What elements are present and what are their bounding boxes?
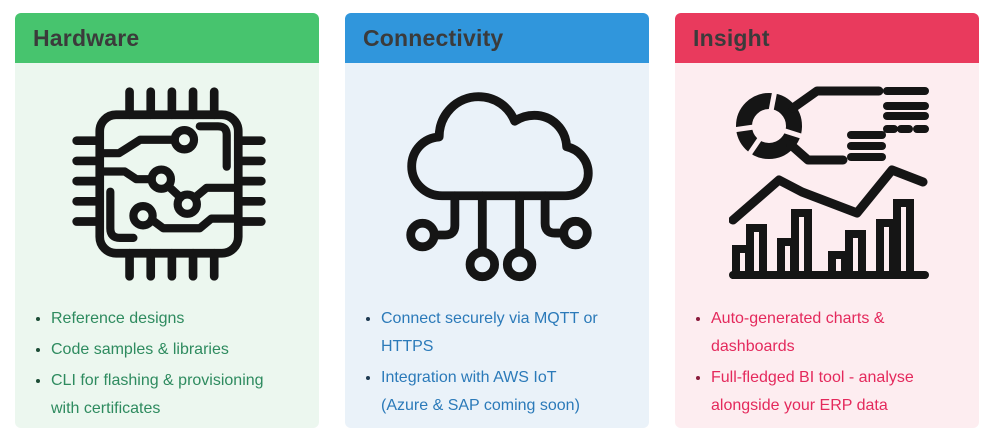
chip-icon [72, 87, 266, 281]
cloud-iot-icon [406, 92, 593, 282]
list-item: Full-fledged BI tool - analyse alongside… [711, 364, 963, 420]
list-item: Integration with AWS IoT (Azure & SAP co… [381, 364, 633, 420]
list-item: Code samples & libraries [51, 336, 303, 364]
list-item: CLI for flashing & provisioning with cer… [51, 367, 303, 423]
card-header: Insight [675, 13, 979, 63]
card-title: Hardware [33, 24, 140, 51]
report-lines [847, 87, 929, 161]
icon-wrap [365, 63, 633, 295]
card-connectivity: Connectivity [345, 13, 649, 428]
card-header: Connectivity [345, 13, 649, 63]
card-body: Connect securely via MQTT or HTTPS Integ… [345, 63, 649, 428]
card-header: Hardware [15, 13, 319, 63]
card-title: Connectivity [363, 24, 504, 51]
card-body: Auto-generated charts & dashboards Full-… [675, 63, 979, 428]
icon-wrap [695, 63, 963, 295]
list-item: Connect securely via MQTT or HTTPS [381, 305, 633, 361]
line-chart [729, 165, 928, 225]
feature-cards: Hardware [0, 0, 994, 428]
card-body: Reference designs Code samples & librari… [15, 63, 319, 428]
feature-list: Connect securely via MQTT or HTTPS Integ… [365, 305, 633, 420]
analytics-icon [729, 86, 929, 279]
card-title: Insight [693, 24, 770, 51]
card-insight: Insight [675, 13, 979, 428]
bar-chart [729, 199, 929, 279]
icon-wrap [35, 63, 303, 295]
feature-list: Auto-generated charts & dashboards Full-… [695, 305, 963, 420]
list-item: Reference designs [51, 305, 303, 333]
feature-list: Reference designs Code samples & librari… [35, 305, 303, 423]
donut-chart [732, 89, 805, 159]
card-hardware: Hardware [15, 13, 319, 428]
list-item: Auto-generated charts & dashboards [711, 305, 963, 361]
